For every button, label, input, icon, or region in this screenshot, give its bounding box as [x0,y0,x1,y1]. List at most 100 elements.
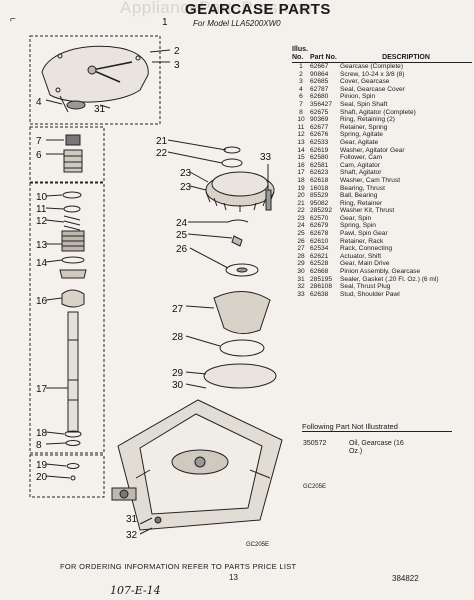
part-description: Gear, Main Drive [340,260,390,268]
part-illus-no: 33 [297,290,305,298]
label-27: 27 [172,304,184,315]
bearing-box [29,454,105,498]
part-number: 62619 [310,146,329,154]
part-number: 62787 [310,85,329,93]
part-number: 62528 [310,260,329,268]
part-illus-no: 24 [297,222,305,230]
part-description: Seal, Thrust Plug [340,283,391,291]
part-number: 356427 [310,100,333,108]
part-number: 85529 [310,192,329,200]
label-3: 3 [174,60,180,71]
part-illus-no: 19 [297,184,305,192]
label-31b: 31 [126,514,138,525]
label-18: 18 [36,428,48,439]
part-description: Rack, Connecting [340,245,393,253]
part-number: 62533 [310,138,329,146]
part-description: Gearcase (Complete) [340,63,404,70]
cover-box [29,35,161,125]
part-illus-no: 8 [299,108,303,116]
watermark: AppliancePartsPros.com [120,0,318,17]
label-7: 7 [36,136,42,147]
ordering-notice: FOR ORDERING INFORMATION REFER TO PARTS … [60,562,297,571]
part-description: Shaft, Agitator (Complete) [340,108,416,116]
part-description: Ring, Retaining (2) [340,116,395,124]
part-description: Actuator, Shift [340,252,382,260]
part-description: Pawl, Spin Gear [340,230,388,238]
side-code: GC205E [303,484,327,490]
part-number: 62668 [310,268,329,276]
table-row: 13 62533 Gear, Agitate [292,139,472,147]
label-8: 8 [36,440,42,451]
not-illustrated-part: 350572 [303,440,327,447]
part-illus-no: 13 [297,138,305,146]
label-6: 6 [36,150,42,161]
part-number: 62676 [310,131,329,139]
label-1: 1 [162,17,168,28]
part-number: 62677 [310,123,329,131]
part-description: Stud, Shoulder Pawl [340,290,400,298]
part-description: Spring, Agitate [340,131,383,139]
part-illus-no: 29 [297,260,305,268]
part-description: Ball, Bearing [340,192,378,200]
part-description: Cover, Gearcase [340,78,390,86]
part-description: Screw, 10-24 x 3/8 (8) [340,70,405,78]
part-description: Sealer, Gasket (.20 Fl. Oz.) (6 ml) [340,275,439,283]
not-illustrated-row: 350572 Oil, Gearcase (16 Oz.) [303,440,419,456]
part-illus-no: 14 [297,146,305,154]
part-description: Ring, Retainer [340,199,383,207]
part-description: Gear, Agitate [340,138,379,146]
table-row: 8 62675 Shaft, Agitator (Complete) [292,109,472,117]
part-illus-no: 31 [297,275,305,283]
label-4: 4 [36,97,42,108]
label-14: 14 [36,258,48,269]
part-description: Spring, Spin [340,222,376,230]
part-number: 62580 [310,154,329,162]
part-number: 62678 [310,230,329,238]
label-26: 26 [176,244,188,255]
label-12: 12 [36,216,48,227]
handwritten-note: 107-E-14 [110,584,161,597]
part-illus-no: 10 [297,116,305,124]
part-number: 62581 [310,161,329,169]
part-illus-no: 12 [297,131,305,139]
part-description: Cam, Agitator [340,161,380,169]
not-illustrated-desc: Oil, Gearcase (16 Oz.) [348,440,404,455]
part-illus-no: 11 [297,123,305,131]
part-description: Washer Kit, Thrust [340,207,395,215]
part-illus-no: 2 [299,70,303,78]
part-number: 62675 [310,108,329,116]
exploded-diagram: 1 2 3 4 31 7 6 21 22 23 23 33 24 25 26 1… [29,17,283,548]
part-description: Pinion, Spin [340,93,376,101]
gearcase-cover-shape [41,45,149,103]
label-23a: 23 [180,168,192,179]
part-number: 62618 [310,176,329,184]
label-29: 29 [172,368,184,379]
stud-shape [265,189,272,211]
label-20: 20 [36,472,48,483]
part-description: Washer, Cam Thrust [340,176,401,184]
part-illus-no: 21 [297,199,305,207]
label-17: 17 [36,384,48,395]
part-number: 95082 [310,199,329,207]
part-illus-no: 18 [297,176,305,184]
corner-mark: ⌐ [10,14,16,25]
label-28: 28 [172,332,184,343]
col-desc: DESCRIPTION [382,54,430,61]
part-illus-no: 23 [297,214,305,222]
